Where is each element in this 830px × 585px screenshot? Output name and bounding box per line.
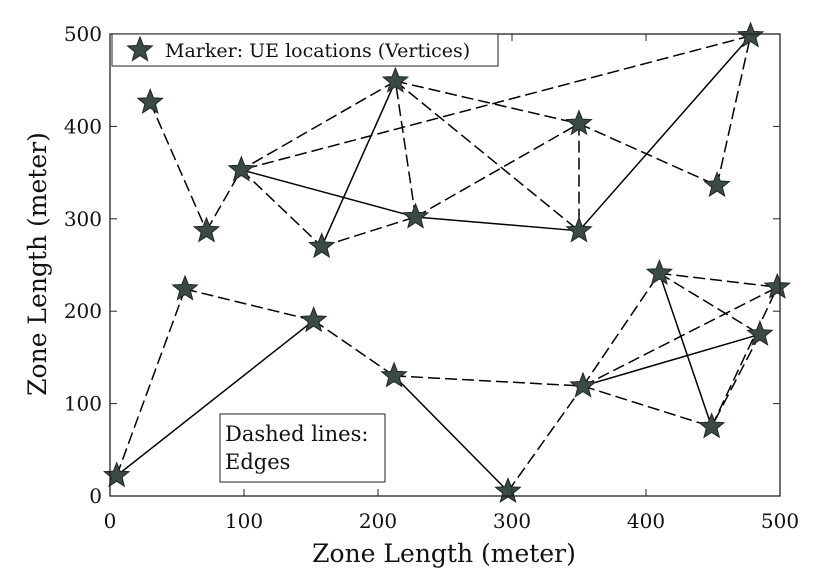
vertex-marker [565, 109, 593, 136]
x-axis-label: Zone Length (meter) [312, 539, 576, 568]
vertex-marker [763, 272, 791, 299]
vertex-marker [494, 476, 522, 504]
dashed-edge [578, 122, 718, 187]
dashed-edge [184, 288, 314, 322]
vertex-marker [103, 461, 131, 488]
solid-edge [582, 333, 761, 387]
vertex-marker [308, 232, 336, 259]
vertex-marker [381, 66, 410, 93]
vertex-marker [746, 319, 774, 346]
vertex-marker [565, 216, 593, 243]
x-tick-label: 500 [761, 509, 799, 533]
dashed-edge [115, 288, 186, 476]
vertex-marker [192, 216, 221, 243]
y-tick-label: 100 [64, 392, 102, 416]
dashed-edge [659, 272, 761, 335]
dashed-edge [659, 272, 778, 288]
x-tick-label: 0 [104, 509, 117, 533]
dashed-edge [710, 286, 778, 428]
y-tick-label: 400 [64, 114, 102, 138]
dashed-edge [205, 169, 242, 232]
legend-marker [126, 35, 154, 62]
x-tick-label: 300 [493, 509, 531, 533]
vertex-marker [136, 87, 164, 115]
note-line-2: Edges [225, 450, 290, 474]
dashed-edge [321, 216, 416, 248]
dashed-edge [394, 80, 580, 232]
dashed-edge [710, 333, 761, 428]
vertex-marker [401, 202, 430, 229]
solid-edge [241, 169, 416, 218]
y-tick-label: 200 [64, 299, 102, 323]
dashed-edge [582, 272, 661, 387]
vertex-marker [380, 361, 408, 388]
dashed-edge [716, 35, 752, 186]
vertex-marker [703, 171, 731, 198]
dashed-edge [241, 35, 751, 171]
y-axis-label: Zone Length (meter) [23, 132, 52, 396]
dashed-edge [395, 80, 580, 125]
vertex-marker [171, 274, 199, 301]
dashed-edge [507, 385, 584, 492]
vertex-marker [569, 371, 597, 398]
y-tick-label: 500 [64, 22, 102, 46]
solid-edge [415, 216, 580, 232]
dashed-edge [313, 319, 395, 377]
dashed-edge [149, 102, 208, 232]
solid-edge [321, 80, 397, 247]
vertex-marker [645, 258, 674, 285]
legend-box [111, 33, 499, 67]
markers-layer [103, 21, 791, 504]
legend-marker-slot [126, 35, 154, 62]
dashed-edge [394, 81, 417, 218]
note-box: Dashed lines: Edges [219, 413, 386, 483]
solid-edge [578, 35, 752, 232]
ticks-layer: 0 100 200 300 400 500 0 100 200 300 400 500 [64, 22, 799, 533]
vertex-marker [227, 155, 255, 182]
dashed-edge [582, 385, 712, 428]
vertex-marker [300, 306, 328, 333]
solid-edge [116, 319, 315, 477]
legend-label: Marker: UE locations (Vertices) [165, 40, 470, 62]
dashed-edge [582, 286, 778, 387]
y-tick-label: 0 [89, 484, 102, 508]
x-tick-label: 400 [627, 509, 665, 533]
x-tick-label: 200 [359, 509, 397, 533]
dashed-edge [240, 80, 396, 171]
solid-edge [658, 273, 713, 427]
note-line-1: Dashed lines: [225, 422, 368, 446]
dashed-edge [394, 375, 584, 387]
y-tick-label: 300 [64, 207, 102, 231]
x-tick-label: 100 [225, 509, 263, 533]
edges-layer [115, 35, 778, 492]
vertex-marker [697, 412, 726, 439]
dashed-edge [240, 169, 323, 248]
dashed-edge [415, 122, 580, 218]
solid-edge [393, 375, 509, 492]
note-frame [219, 413, 386, 483]
legend: Marker: UE locations (Vertices) [111, 33, 499, 67]
